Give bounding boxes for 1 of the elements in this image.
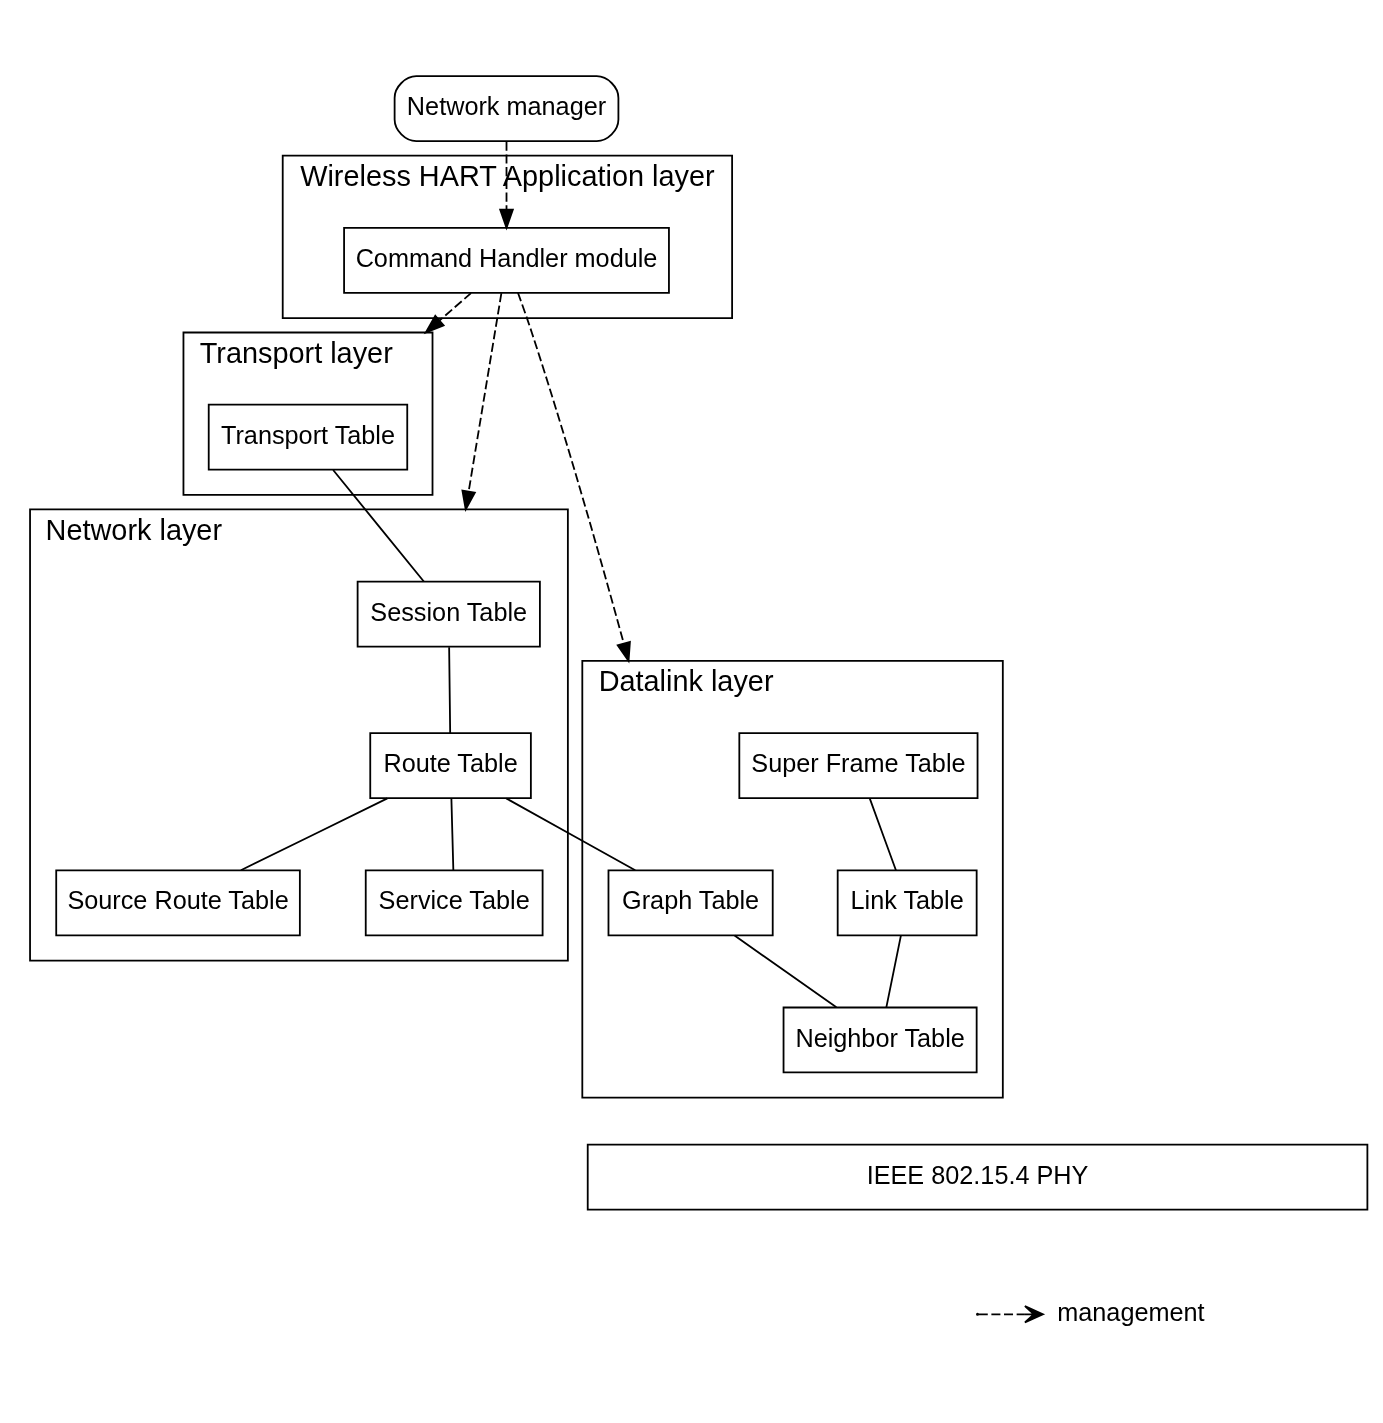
legend-label: management (1057, 1297, 1205, 1326)
